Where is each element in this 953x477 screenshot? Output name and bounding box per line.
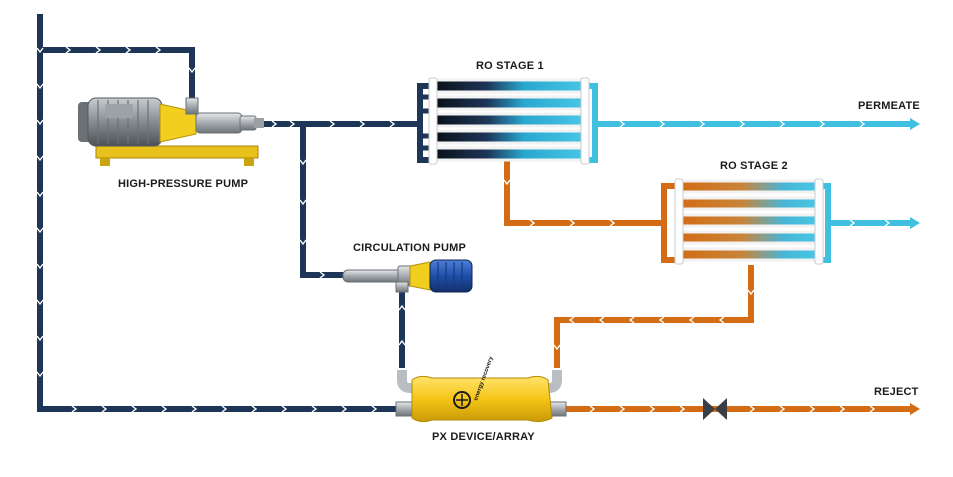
permeate-flow-arrows	[619, 120, 891, 227]
permeate-arrowheads	[910, 118, 920, 229]
ro2-feed-header	[661, 183, 676, 263]
ro1-to-ro2-brine-pipe	[504, 160, 664, 226]
reject-arrowhead	[910, 403, 920, 415]
px-device-label: PX DEVICE/ARRAY	[432, 431, 535, 443]
ro-stage-1-label: RO STAGE 1	[476, 60, 544, 72]
reject-label: REJECT	[874, 386, 919, 398]
circulation-bypass-pipe	[300, 124, 345, 278]
ro-stage-2-array[interactable]	[674, 178, 824, 265]
permeate-pipes	[588, 83, 912, 263]
permeate-label: PERMEATE	[858, 100, 920, 112]
reject-valve-icon[interactable]	[703, 398, 727, 420]
px-device-icon[interactable]: energy recovery	[395, 355, 567, 423]
circulation-pump-icon[interactable]	[342, 259, 473, 293]
circulation-pump-label: CIRCULATION PUMP	[353, 242, 466, 254]
high-pressure-pump-label: HIGH-PRESSURE PUMP	[118, 178, 249, 190]
feed-flow-arrows	[36, 46, 406, 413]
ro-stage-2-label: RO STAGE 2	[720, 160, 788, 172]
ro-stage-1-membranes	[432, 78, 586, 162]
reject-flow-arrows	[503, 179, 876, 413]
feed-to-hp-pump-pipe	[40, 47, 195, 100]
reject-pipes	[504, 160, 912, 412]
high-pressure-pump-icon[interactable]	[78, 97, 264, 166]
feed-inlet-pipe	[37, 14, 400, 412]
feed-pipes	[37, 14, 420, 412]
ro-stage-1-array[interactable]	[417, 77, 590, 165]
ro-stage-2-membranes	[678, 179, 820, 262]
ro2-brine-return-pipe	[554, 265, 754, 368]
